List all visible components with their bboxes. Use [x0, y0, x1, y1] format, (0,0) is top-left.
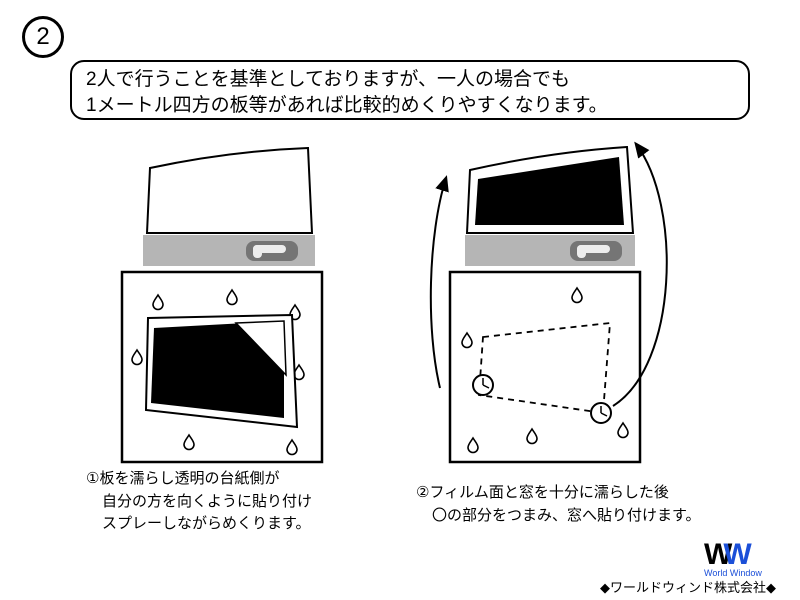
caption-right-line-1: ②フィルム面と窓を十分に濡らした後 [416, 484, 669, 501]
logo-ww-monogram: WW [704, 538, 774, 571]
arrow-left-up [429, 175, 449, 389]
door-handle-icon [570, 241, 622, 261]
bubble-line-2: 1メートル四方の板等があれば比較的めくりやすくなります。 [86, 94, 608, 116]
caption-left: ①板を濡らし透明の台紙側が 自分の方を向くように貼り付け スプレーしながらめくり… [86, 468, 312, 536]
step-number: 2 [36, 23, 50, 50]
caption-left-line-1: ①板を濡らし透明の台紙側が [86, 470, 280, 487]
company-name: ◆ワールドウィンド株式会社◆ [600, 580, 776, 595]
pinch-circle-right-mark [600, 406, 608, 417]
window-glass-outline [145, 146, 314, 234]
peeling-film-graphic [144, 313, 299, 429]
figure-right-apply-film [429, 141, 668, 464]
door-handle-icon [246, 241, 298, 261]
board-panel-box [448, 270, 642, 464]
pinch-point-circles [472, 374, 612, 424]
logo-w-black: W [704, 538, 732, 571]
caption-right: ②フィルム面と窓を十分に濡らした後 〇の部分をつまみ、窓へ貼り付けます。 [416, 482, 701, 527]
caption-left-line-3: スプレーしながらめくります。 [102, 515, 311, 532]
logo-w-blue: W [723, 538, 751, 571]
figure-left-peel-film [120, 146, 324, 464]
arrow-right-curved [612, 141, 668, 407]
logo-subtext: World Window [704, 568, 762, 578]
step-number-badge: 2 [22, 16, 64, 58]
peeled-corner-fold [234, 320, 287, 377]
bubble-line-1: 2人で行うことを基準としておりますが、一人の場合でも [86, 69, 571, 90]
pinch-circle-left-mark [482, 378, 490, 389]
black-film [151, 321, 284, 418]
caption-right-line-2: 〇の部分をつまみ、窓へ貼り付けます。 [432, 506, 701, 524]
instruction-bubble: 2人で行うことを基準としておりますが、一人の場合でも 1メートル四方の板等があれ… [70, 60, 750, 120]
caption-left-line-2: 自分の方を向くように貼り付け [102, 492, 313, 510]
applied-black-film [475, 157, 624, 225]
world-window-logo: WW World Window [704, 538, 774, 579]
